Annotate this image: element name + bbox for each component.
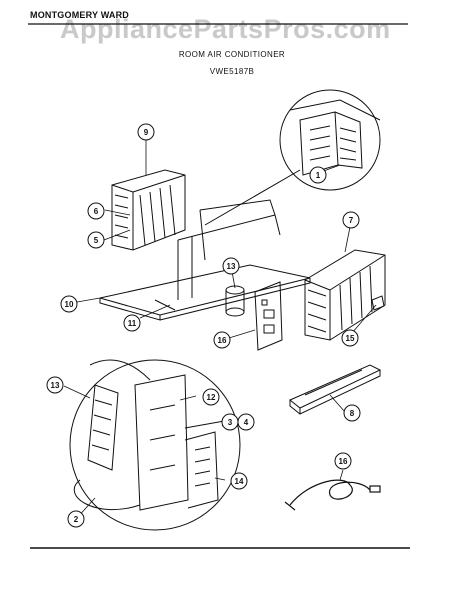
callout-9: 9 bbox=[137, 123, 155, 141]
callout-17: 13 bbox=[222, 257, 240, 275]
callout-text: 1 bbox=[316, 171, 321, 180]
brand-label: MONTGOMERY WARD bbox=[30, 10, 129, 20]
compressor bbox=[225, 285, 245, 317]
electrical-detail-inset bbox=[69, 359, 241, 531]
callout-14: 14 bbox=[230, 472, 248, 490]
callout-text: 14 bbox=[235, 477, 244, 486]
callout-text: 13 bbox=[51, 381, 60, 390]
callout-7: 7 bbox=[342, 211, 360, 229]
condenser-coil bbox=[304, 249, 386, 341]
callout-text: 4 bbox=[244, 418, 249, 427]
callout-text: 10 bbox=[65, 300, 74, 309]
leader-lines bbox=[63, 140, 377, 520]
bracket bbox=[371, 295, 385, 311]
callout-5: 5 bbox=[87, 231, 105, 249]
callout-15: 15 bbox=[341, 329, 359, 347]
callout-13: 13 bbox=[46, 376, 64, 394]
control-panel bbox=[254, 281, 283, 351]
callout-4: 4 bbox=[237, 413, 255, 431]
callout-10: 10 bbox=[60, 295, 78, 313]
callout-text: 11 bbox=[128, 319, 137, 328]
callout-text: 5 bbox=[94, 236, 99, 245]
callout-16-control: 16 bbox=[213, 331, 231, 349]
callout-text: 12 bbox=[207, 393, 216, 402]
callout-text: 6 bbox=[94, 207, 99, 216]
diagram-title: ROOM AIR CONDITIONER bbox=[178, 50, 286, 59]
callout-11: 11 bbox=[123, 314, 141, 332]
callout-text: 16 bbox=[218, 336, 227, 345]
filter-detail-inset bbox=[204, 89, 381, 226]
callout-text: 13 bbox=[227, 262, 236, 271]
callout-text: 16 bbox=[339, 457, 348, 466]
support-rail bbox=[289, 364, 382, 415]
power-cord bbox=[284, 479, 381, 511]
callout-text: 8 bbox=[350, 409, 355, 418]
callout-text: 7 bbox=[349, 216, 354, 225]
callout-3: 3 bbox=[221, 413, 239, 431]
chassis-base bbox=[99, 199, 311, 321]
evaporator-coil bbox=[111, 169, 186, 251]
callout-1: 1 bbox=[309, 166, 327, 184]
callout-2: 2 bbox=[67, 510, 85, 528]
watermark-text: AppliancePartsPros.com bbox=[60, 14, 391, 44]
callout-text: 3 bbox=[228, 418, 233, 427]
callouts: 1 9 6 5 10 11 13 16 7 15 8 13 12 3 4 14 … bbox=[46, 123, 361, 528]
callout-16-cord: 16 bbox=[334, 452, 352, 470]
callout-12: 12 bbox=[202, 388, 220, 406]
callout-8: 8 bbox=[343, 404, 361, 422]
model-number: VWE5187B bbox=[209, 67, 255, 76]
callout-text: 9 bbox=[144, 128, 149, 137]
callout-text: 15 bbox=[346, 334, 355, 343]
callout-text: 2 bbox=[74, 515, 79, 524]
callout-6: 6 bbox=[87, 202, 105, 220]
